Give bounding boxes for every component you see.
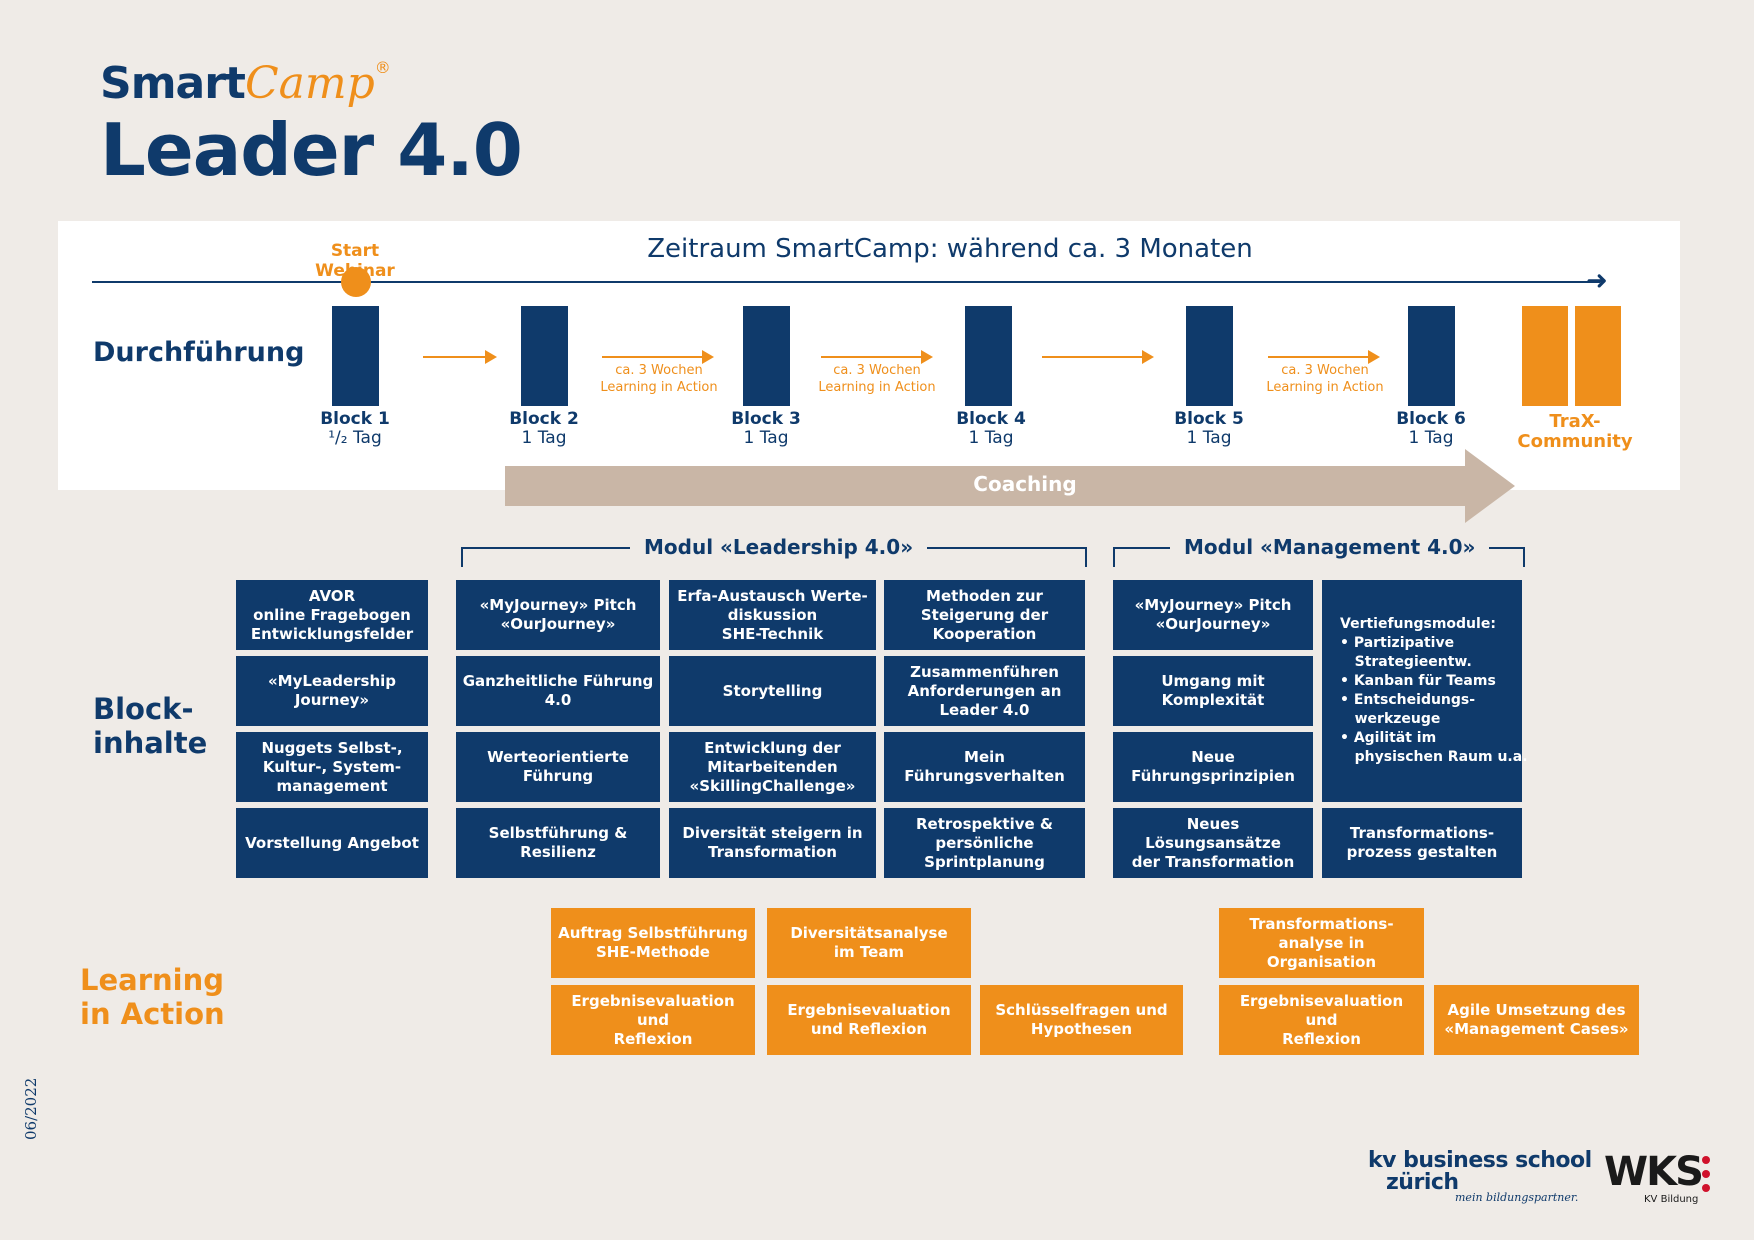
coaching-label: Coaching — [973, 472, 1077, 496]
lia-cell-r2-1: Ergebnisevaluation und Reflexion — [551, 985, 755, 1055]
content-cell-col2-1: «MyJourney» Pitch «OurJourney» — [456, 580, 660, 650]
wks-subtitle: KV Bildung — [1644, 1194, 1699, 1205]
lia-cell-r1-2: Diversitätsanalyse im Team — [767, 908, 971, 978]
lia-cell-r2-2: Ergebnisevaluation und Reflexion — [767, 985, 971, 1055]
block-5-bar — [1186, 306, 1233, 406]
wks-dot-1 — [1702, 1156, 1710, 1164]
lia-cell-r2-3: Schlüsselfragen und Hypothesen — [980, 985, 1183, 1055]
gap-arrow-1 — [423, 350, 497, 364]
durchfuehrung-label: Durchführung — [93, 337, 305, 368]
content-cell-col3-4: Diversität steigern in Transformation — [669, 808, 876, 878]
wks-logo: WKS — [1604, 1149, 1704, 1195]
content-cell-col3-3: Entwicklung der Mitarbeitenden «Skilling… — [669, 732, 876, 802]
gap-arrow-4 — [1042, 350, 1154, 364]
block-6-bar — [1408, 306, 1455, 406]
leadership-module-title: Modul «Leadership 4.0» — [630, 535, 928, 559]
kv-tagline: mein bildungspartner. — [1455, 1191, 1579, 1204]
content-cell-col2-4: Selbstführung & Resilienz — [456, 808, 660, 878]
block-3-bar — [743, 306, 790, 406]
period-label: Zeitraum SmartCamp: während ca. 3 Monate… — [647, 234, 1253, 264]
block-1-bar — [332, 306, 379, 406]
trax-bar-left — [1522, 306, 1568, 406]
start-marker — [341, 267, 371, 297]
lia-cell-r1-3: Transformations- analyse in Organisation — [1219, 908, 1424, 978]
content-cell-col2-3: Werteorientierte Führung — [456, 732, 660, 802]
timeline-arrow-icon: ➜ — [1586, 266, 1608, 296]
wks-dot-2 — [1702, 1170, 1710, 1178]
lia-cell-r2-5: Agile Umsetzung des «Management Cases» — [1434, 985, 1639, 1055]
brand-camp: Camp — [244, 58, 375, 109]
content-cell-col5-2: Umgang mit Komplexität — [1113, 656, 1313, 726]
content-cell-col4-4: Retrospektive & persönliche Sprintplanun… — [884, 808, 1085, 878]
trax-bar-right — [1575, 306, 1621, 406]
lia-cell-r2-4: Ergebnisevaluation und Reflexion — [1219, 985, 1424, 1055]
date-label: 06/2022 — [22, 1077, 40, 1140]
content-cell-col1-4: Vorstellung Angebot — [236, 808, 428, 878]
coaching-arrow — [505, 449, 1515, 523]
block-2-bar — [521, 306, 568, 406]
content-cell-col1-1: AVOR online Fragebogen Entwicklungsfelde… — [236, 580, 428, 650]
brand-logo: SmartCamp® — [100, 58, 391, 109]
trax-community-label: TraX-Community — [1517, 411, 1633, 452]
lia-cell-r1-1: Auftrag Selbstführung SHE-Methode — [551, 908, 755, 978]
page-title: Leader 4.0 — [100, 108, 523, 192]
content-cell-col3-1: Erfa-Austausch Werte- diskussion SHE-Tec… — [669, 580, 876, 650]
content-cell-col5-1: «MyJourney» Pitch «OurJourney» — [1113, 580, 1313, 650]
blockinhalte-label: Block-inhalte — [93, 692, 208, 760]
gap-arrow-2 — [602, 350, 714, 364]
gap-arrow-3 — [821, 350, 933, 364]
content-cell-col2-2: Ganzheitliche Führung 4.0 — [456, 656, 660, 726]
content-cell-col4-2: Zusammenführen Anforderungen an Leader 4… — [884, 656, 1085, 726]
content-cell-col4-3: Mein Führungsverhalten — [884, 732, 1085, 802]
content-cell-col5-4: Neues Lösungsansätze der Transformation — [1113, 808, 1313, 878]
content-cell-col5-3: Neue Führungsprinzipien — [1113, 732, 1313, 802]
timeline-line — [92, 281, 1600, 283]
wks-dot-3 — [1702, 1184, 1710, 1192]
management-module-title: Modul «Management 4.0» — [1170, 535, 1490, 559]
content-cell-col6-bottom: Transformations- prozess gestalten — [1322, 808, 1522, 878]
brand-smart: Smart — [100, 58, 246, 109]
content-cell-col4-1: Methoden zur Steigerung der Kooperation — [884, 580, 1085, 650]
block-4-bar — [965, 306, 1012, 406]
gap-arrow-5 — [1268, 350, 1380, 364]
content-cell-col1-3: Nuggets Selbst-, Kultur-, System- manage… — [236, 732, 428, 802]
brand-registered: ® — [374, 58, 391, 77]
content-cell-col1-2: «MyLeadership Journey» — [236, 656, 428, 726]
content-cell-col3-2: Storytelling — [669, 656, 876, 726]
content-cell-vertiefungsmodule: Vertiefungsmodule: • Partizipative Strat… — [1322, 580, 1528, 802]
